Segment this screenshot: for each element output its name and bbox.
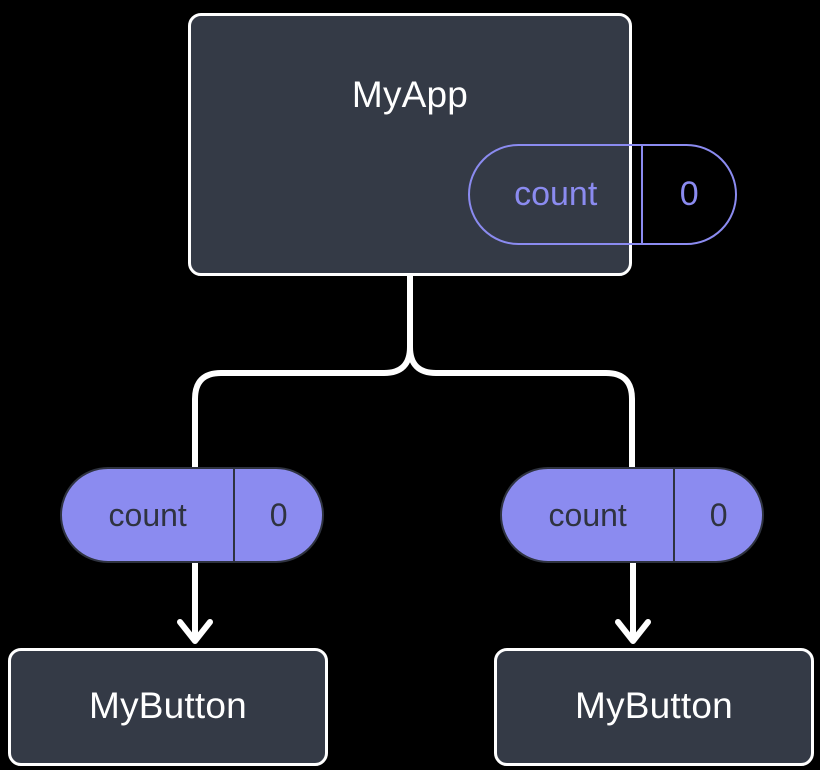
fork-connector — [192, 273, 413, 470]
component-label-myapp: MyApp — [351, 74, 469, 115]
prop-pill-value: 0 — [673, 469, 762, 561]
state-pill-value: 0 — [641, 146, 735, 243]
prop-pill-key: count — [108, 496, 187, 533]
arrow-right-head — [615, 619, 651, 644]
arrow-left-head — [177, 619, 213, 644]
state-pill-key: count — [514, 175, 598, 213]
component-node-mybutton-left[interactable]: MyButton — [8, 648, 328, 766]
component-node-myapp[interactable]: MyApp count 0 — [188, 13, 737, 276]
fork-connector-right — [407, 273, 635, 470]
prop-pill-key: count — [548, 496, 627, 533]
prop-pill-right[interactable]: count 0 — [500, 467, 764, 563]
component-node-mybutton-right[interactable]: MyButton — [494, 648, 814, 766]
state-pill-myapp[interactable]: count 0 — [468, 144, 737, 245]
component-label-mybutton: MyButton — [575, 685, 733, 726]
prop-pill-value: 0 — [233, 469, 322, 561]
component-label-mybutton: MyButton — [89, 685, 247, 726]
prop-pill-left[interactable]: count 0 — [60, 467, 324, 563]
